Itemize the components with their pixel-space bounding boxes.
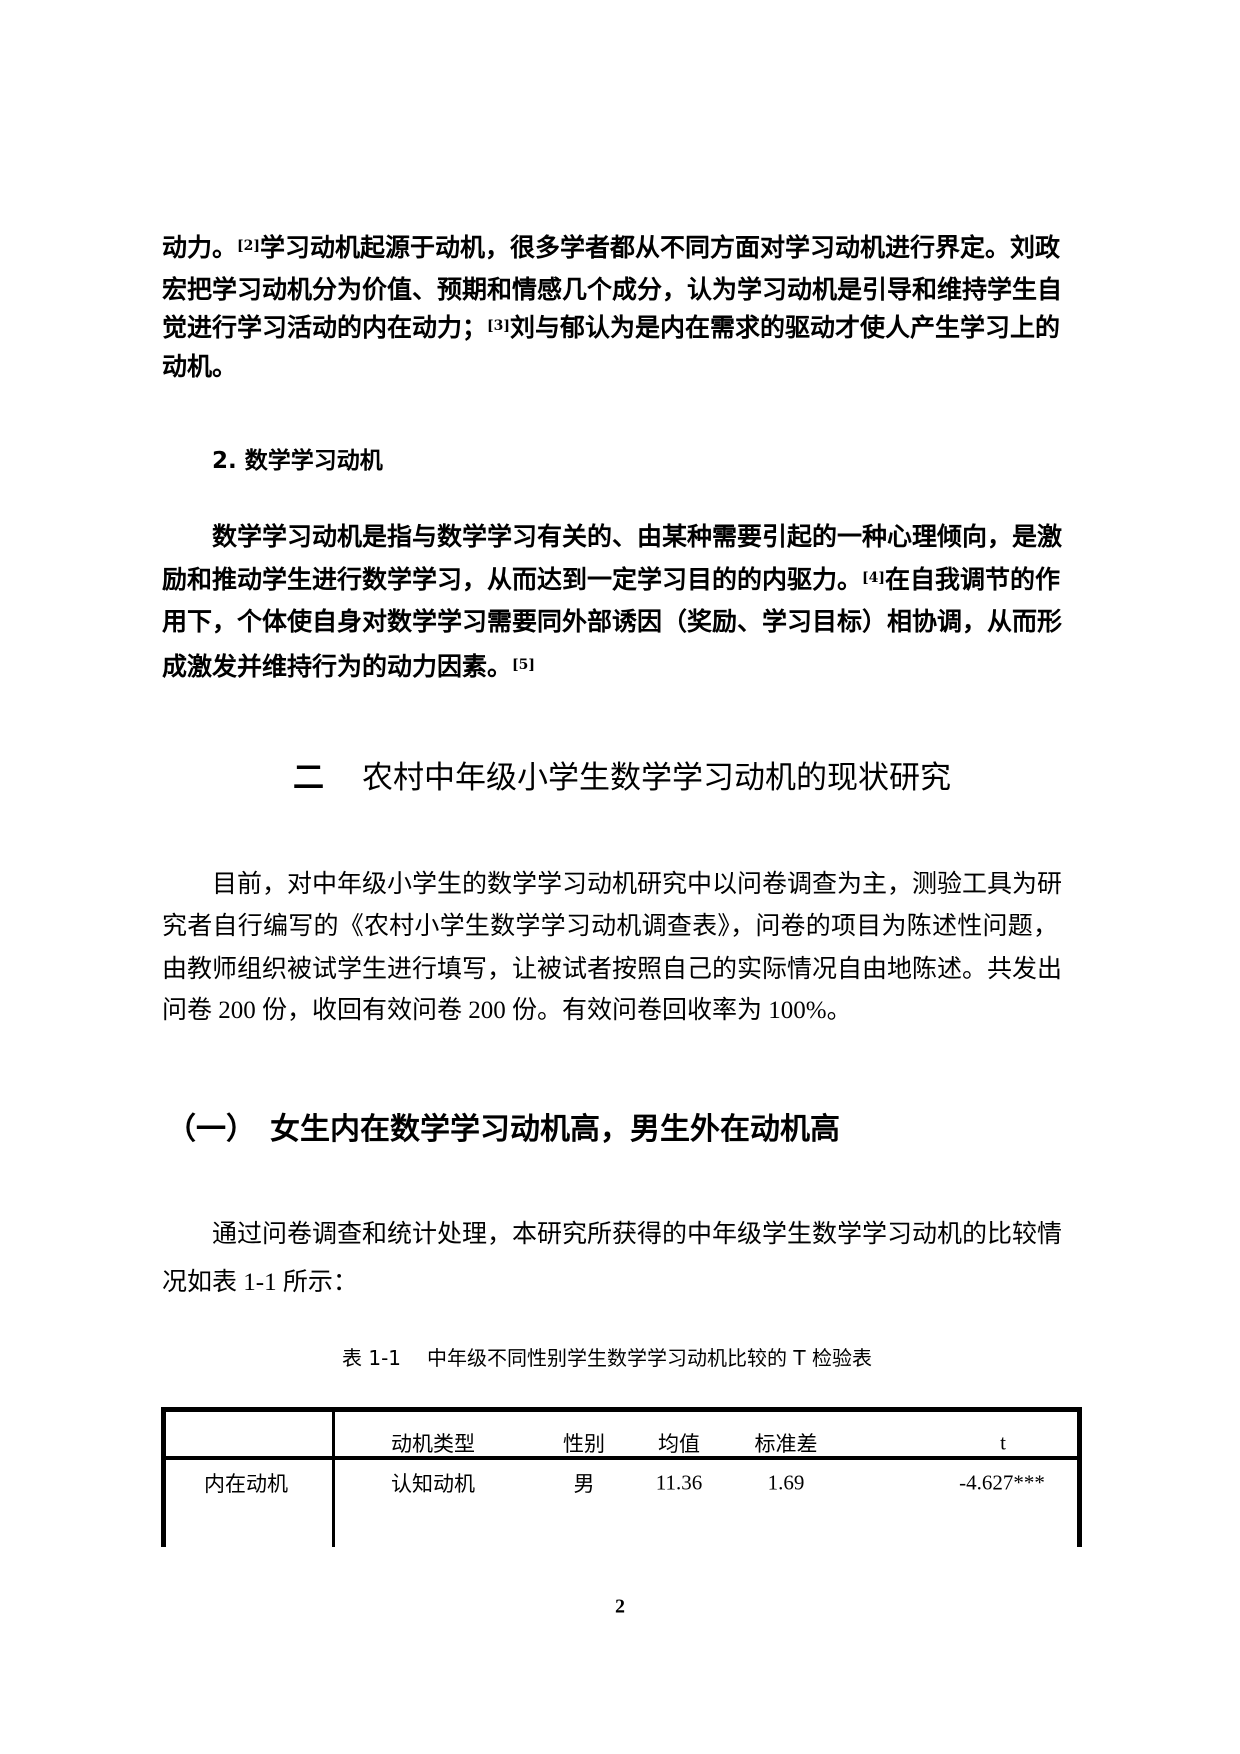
table-header-divider [166,1456,1077,1460]
citation-4[interactable]: [4] [862,570,886,586]
paragraph-3-line-4: 问卷 200 份，收回有效问卷 200 份。有效问卷回收率为 100%。 [162,997,852,1024]
section-number: 二 [293,760,324,796]
table-caption-number: 表 1-1 [342,1346,402,1370]
subsection-number: （一） [166,1112,256,1147]
table-cell-motivation-type: 认知动机 [391,1472,475,1496]
table-column-divider [332,1412,335,1547]
paragraph-1-line-3: 觉进行学习活动的内在动力；[3]刘与郁认为是内在需求的驱动才使人产生学习上的 [162,313,1061,343]
table-header-gender: 性别 [563,1432,605,1456]
table-cell-category: 内在动机 [204,1472,288,1496]
paragraph-3-line-3: 由教师组织被试学生进行填写，让被试者按照自己的实际情况自由地陈述。共发出 [162,956,1063,983]
subheading-math-learning-motivation: 2. 数学学习动机 [212,448,383,474]
paragraph-2-line-1: 数学学习动机是指与数学学习有关的、由某种需要引起的一种心理倾向，是激 [212,522,1063,551]
table-cell-mean: 11.36 [655,1470,703,1495]
section-title: 农村中年级小学生数学学习动机的现状研究 [362,760,951,796]
citation-3[interactable]: [3] [487,318,511,334]
text: 刘与郁认为是内在需求的驱动才使人产生学习上的 [510,313,1061,342]
section-heading: 二 农村中年级小学生数学学习动机的现状研究 [293,758,951,798]
text: 动力。 [162,233,238,262]
table-header-mean: 均值 [658,1432,700,1456]
paragraph-4-line-1: 通过问卷调查和统计处理，本研究所获得的中年级学生数学学习动机的比较情 [212,1221,1063,1248]
table-cell-gender: 男 [573,1472,595,1496]
citation-2[interactable]: [2] [237,238,261,254]
table-caption: 表 1-1 中年级不同性别学生数学学习动机比较的 T 检验表 [342,1343,872,1373]
table-cell-t: -4.627*** [959,1470,1045,1495]
paragraph-1-line-2: 宏把学习动机分为价值、预期和情感几个成分，认为学习动机是引导和维持学生自 [162,275,1063,304]
text: 觉进行学习活动的内在动力； [162,313,488,342]
text: 励和推动学生进行数学学习，从而达到一定学习目的的内驱力。 [162,565,863,594]
paragraph-1-line-4: 动机。 [162,352,238,381]
text: 在自我调节的作 [885,565,1061,594]
table-cell-sd: 1.69 [767,1470,805,1495]
text: 学习动机起源于动机，很多学者都从不同方面对学习动机进行界定。刘政 [260,233,1061,262]
table-header-t: t [1000,1430,1006,1455]
table-caption-title: 中年级不同性别学生数学学习动机比较的 T 检验表 [427,1346,872,1370]
t-test-table [161,1407,1082,1547]
paragraph-2-line-2: 励和推动学生进行数学学习，从而达到一定学习目的的内驱力。[4]在自我调节的作 [162,565,1061,595]
paragraph-2-line-4: 成激发并维持行为的动力因素。[5] [162,652,535,682]
page-number: 2 [615,1595,625,1618]
paragraph-1-line-1: 动力。[2]学习动机起源于动机，很多学者都从不同方面对学习动机进行界定。刘政 [162,233,1061,263]
text: 成激发并维持行为的动力因素。 [162,652,513,681]
subsection-heading: （一） 女生内在数学学习动机高，男生外在动机高 [166,1110,840,1150]
table-header-motivation-type: 动机类型 [391,1432,475,1456]
subsection-title: 女生内在数学学习动机高，男生外在动机高 [270,1112,840,1147]
paragraph-2-line-3: 用下，个体使自身对数学学习需要同外部诱因（奖励、学习目标）相协调，从而形 [162,607,1063,636]
paragraph-4-line-2: 况如表 1-1 所示： [162,1269,358,1296]
table-header-sd: 标准差 [754,1432,818,1456]
citation-5[interactable]: [5] [512,657,536,673]
paragraph-3-line-2: 究者自行编写的《农村小学生数学学习动机调查表》，问卷的项目为陈述性问题， [162,913,1058,940]
paragraph-3-line-1: 目前，对中年级小学生的数学学习动机研究中以问卷调查为主，测验工具为研 [212,871,1063,898]
